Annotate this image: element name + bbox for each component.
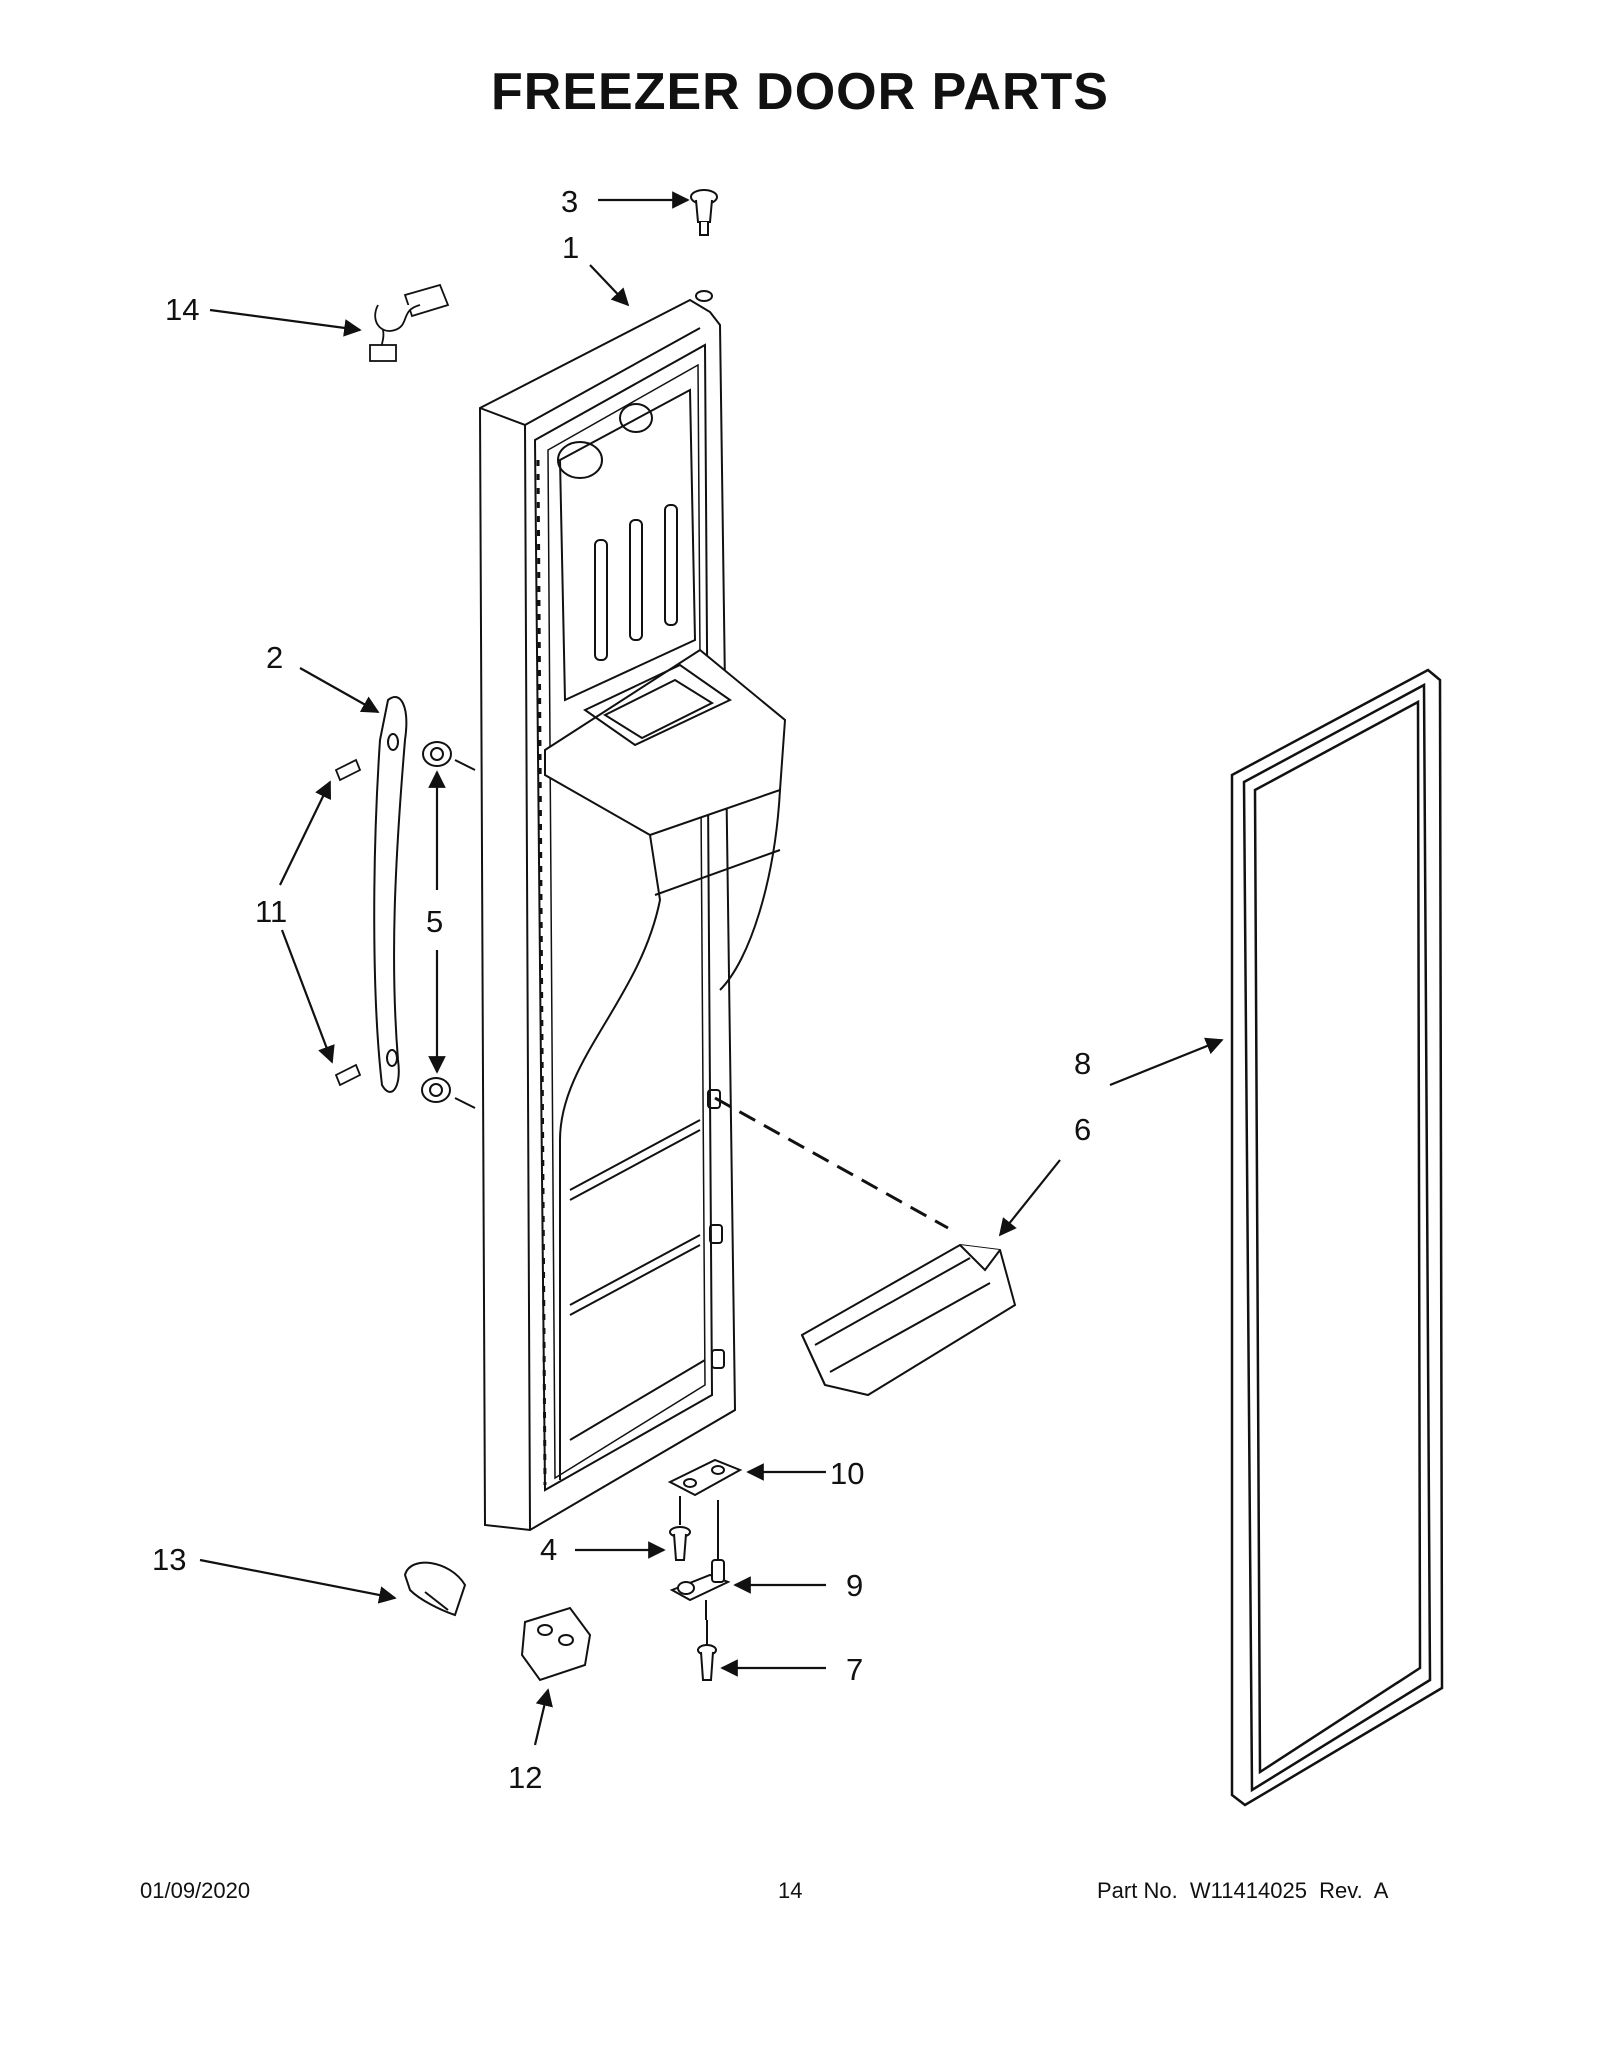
footer-page-number: 14	[778, 1878, 803, 1903]
callout-8: 8	[1074, 1046, 1091, 1081]
callout-12: 12	[508, 1760, 542, 1795]
footer-part-number: Part No. W11414025 Rev. A	[1097, 1878, 1389, 1903]
leader-14	[209, 308, 362, 337]
handle-studs	[421, 741, 476, 1109]
callout-13: 13	[152, 1542, 186, 1577]
leader-12	[533, 1688, 553, 1746]
hinge-bushing	[690, 189, 718, 302]
wire-cover	[520, 1606, 592, 1682]
callout-6: 6	[1074, 1112, 1091, 1147]
wiring-harness	[369, 283, 450, 362]
hinge-screw	[669, 1496, 691, 1561]
callout-3: 3	[561, 184, 578, 219]
callout-7: 7	[846, 1652, 863, 1687]
callout-11: 11	[255, 894, 287, 929]
hinge-pin-screw	[697, 1620, 717, 1681]
footer-date: 01/09/2020	[140, 1878, 251, 1903]
door-bin	[800, 1243, 1017, 1397]
leader-lines	[199, 191, 1224, 1746]
leader-13	[199, 1558, 397, 1604]
leader-11a	[279, 780, 331, 886]
door-handle	[373, 695, 408, 1093]
callout-14: 14	[165, 292, 199, 327]
leader-1	[589, 264, 630, 307]
leader-6	[998, 1159, 1061, 1237]
callout-4: 4	[540, 1532, 557, 1567]
set-screws	[334, 758, 362, 1087]
leader-11b	[280, 929, 335, 1064]
freezer-door	[478, 298, 787, 1532]
callout-9: 9	[846, 1568, 863, 1603]
bottom-hinge	[669, 1500, 731, 1620]
callout-2: 2	[266, 640, 283, 675]
callout-1: 1	[562, 230, 579, 265]
page-title: FREEZER DOOR PARTS	[491, 63, 1109, 121]
wire-clip	[403, 1561, 467, 1617]
callout-labels: 1 2 3 4 5 6 7 8 9 10 11 12 13 14	[152, 184, 1091, 1795]
hinge-shim	[667, 1458, 743, 1497]
leader-8	[1109, 1037, 1224, 1087]
leader-2	[299, 667, 380, 713]
bin-dashed-guide	[714, 1096, 949, 1230]
door-gasket	[1230, 668, 1444, 1807]
callout-5: 5	[426, 904, 443, 939]
callout-10: 10	[830, 1456, 864, 1491]
